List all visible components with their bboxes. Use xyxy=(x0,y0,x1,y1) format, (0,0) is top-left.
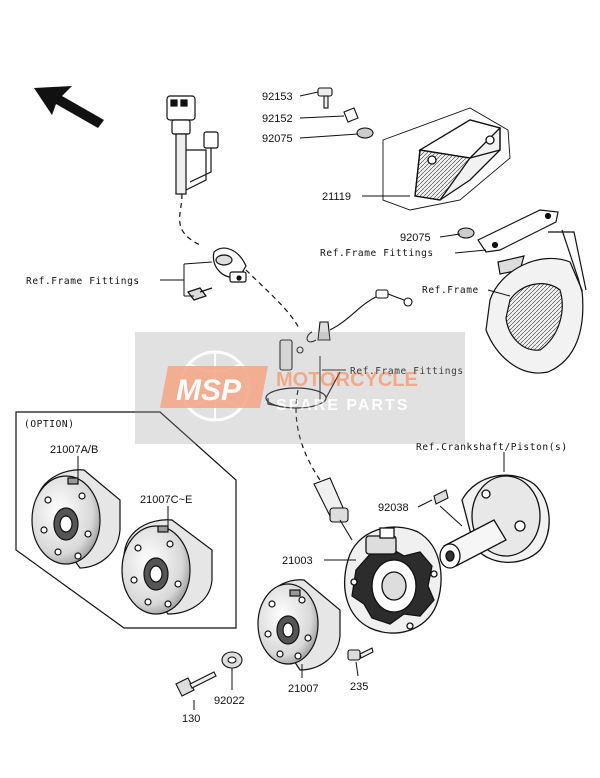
harness-clamp xyxy=(187,247,247,301)
regulator-outline xyxy=(382,107,511,211)
grommet-92075-lower xyxy=(457,227,475,239)
label-92038: 92038 xyxy=(378,502,409,514)
label-92153: 92153 xyxy=(262,91,293,103)
label-21119: 21119 xyxy=(322,191,351,203)
rotor-21007ce xyxy=(121,519,213,615)
label-21007: 21007 xyxy=(288,683,319,695)
direction-arrow-icon xyxy=(34,86,104,128)
watermark-line2: SPARE PARTS xyxy=(276,397,409,414)
label-21003: 21003 xyxy=(282,555,313,567)
leader-lines-left xyxy=(160,261,213,297)
washer-92022 xyxy=(221,651,243,669)
leader-lines-regulator xyxy=(299,91,461,238)
harness-route xyxy=(245,269,321,481)
label-92075-upper: 92075 xyxy=(262,133,293,145)
option-label: (OPTION) xyxy=(24,419,75,430)
ref-frame-fittings-mid: Ref.Frame Fittings xyxy=(350,366,464,377)
label-235: 235 xyxy=(350,681,368,693)
watermark-logo: MSP xyxy=(176,374,242,407)
leader-lines-frame xyxy=(454,249,511,297)
frame-section xyxy=(485,229,587,374)
label-92022: 92022 xyxy=(214,695,245,707)
rotor-21007ab xyxy=(31,469,121,569)
grommet-92075-upper xyxy=(356,127,374,139)
band-clamp xyxy=(265,371,341,409)
label-21007ab: 21007A/B xyxy=(50,444,98,456)
bolt-130 xyxy=(175,671,217,697)
label-92152: 92152 xyxy=(262,113,293,125)
stator-cable xyxy=(313,477,353,541)
collar-92152 xyxy=(343,107,359,123)
ref-crankshaft: Ref.Crankshaft/Piston(s) xyxy=(416,442,568,453)
key-92038 xyxy=(433,489,449,505)
wiring-connector xyxy=(166,95,219,246)
stator-21003 xyxy=(344,526,442,634)
ground-cable xyxy=(306,289,413,343)
bolt-92153 xyxy=(317,87,333,109)
ref-frame: Ref.Frame xyxy=(422,285,479,296)
leader-lines-option xyxy=(77,456,169,526)
watermark: MSP MOTORCYCLE SPARE PARTS xyxy=(135,332,465,444)
ref-frame-fittings-left: Ref.Frame Fittings xyxy=(26,276,140,287)
leader-lines-lower xyxy=(193,452,505,710)
label-130: 130 xyxy=(182,713,200,725)
label-92075-lower: 92075 xyxy=(400,232,431,244)
rotor-21007 xyxy=(257,579,341,671)
crankshaft xyxy=(439,474,550,569)
leader-lines-mid xyxy=(319,356,346,400)
watermark-line1: MOTORCYCLE xyxy=(276,369,418,391)
bolt-235 xyxy=(347,647,374,661)
label-21007ce: 21007C~E xyxy=(140,494,192,506)
ref-frame-fittings-top: Ref.Frame Fittings xyxy=(320,248,434,259)
regulator-rectifier xyxy=(414,119,502,201)
harness-sleeve xyxy=(279,339,304,371)
frame-bracket xyxy=(477,209,559,275)
